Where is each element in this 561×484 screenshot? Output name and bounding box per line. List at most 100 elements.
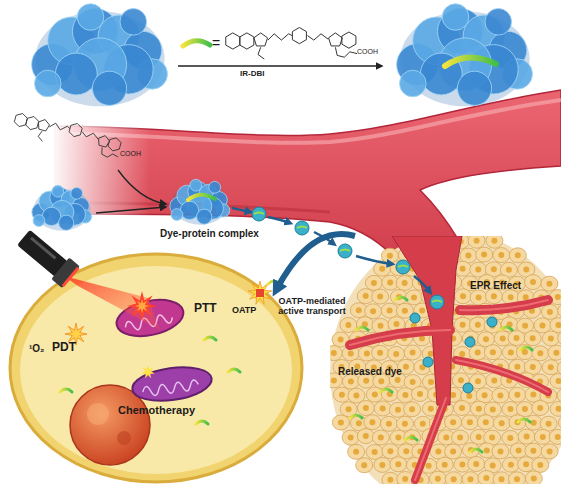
cell-nucleus bbox=[417, 391, 423, 397]
tumor-cell bbox=[330, 346, 342, 361]
cell-nucleus bbox=[530, 335, 536, 341]
cell-nucleus bbox=[395, 461, 401, 467]
tumor-cell bbox=[454, 401, 471, 416]
tumor-cell bbox=[549, 429, 561, 444]
cell-nucleus bbox=[372, 449, 378, 455]
dye-molecule bbox=[395, 297, 407, 300]
cell-nucleus bbox=[450, 419, 456, 425]
vessel-highlight bbox=[415, 398, 446, 480]
cell-nucleus bbox=[491, 238, 497, 244]
tumor-cell bbox=[509, 387, 526, 402]
dye-molecule bbox=[500, 327, 512, 330]
tumor-cell bbox=[406, 290, 423, 305]
cell-nucleus bbox=[345, 322, 351, 328]
tumor-cell bbox=[493, 416, 510, 431]
cell-nucleus bbox=[393, 351, 399, 357]
tumor-cell bbox=[525, 415, 542, 430]
cell-nucleus bbox=[547, 309, 553, 315]
tumor-cell bbox=[524, 331, 541, 346]
transit-arrows bbox=[268, 217, 290, 223]
tumor-cell bbox=[509, 248, 526, 263]
cell-nucleus bbox=[378, 323, 384, 329]
cell-nucleus bbox=[442, 462, 448, 468]
node-text: Chemotherapy bbox=[118, 404, 195, 416]
cell-nucleus bbox=[524, 434, 530, 440]
tumor-cell bbox=[470, 290, 487, 305]
protein-blob bbox=[197, 209, 212, 224]
cell-nucleus bbox=[403, 364, 409, 370]
vessel-branch bbox=[350, 330, 450, 345]
cell-nucleus bbox=[387, 280, 393, 286]
cell-nucleus bbox=[555, 322, 561, 328]
tumor-cell bbox=[390, 290, 407, 305]
cell-nucleus bbox=[537, 405, 543, 411]
cell-nucleus bbox=[556, 378, 561, 384]
cell-nucleus bbox=[356, 307, 362, 313]
bond-line bbox=[97, 134, 111, 147]
bond-line bbox=[68, 122, 83, 138]
cell-nucleus bbox=[450, 392, 456, 398]
cell-nucleus bbox=[475, 267, 481, 273]
tumor-cell bbox=[356, 458, 373, 473]
tumor-cell bbox=[478, 471, 495, 484]
protein bbox=[170, 179, 230, 224]
cell-nucleus bbox=[482, 392, 488, 398]
cell-nucleus bbox=[377, 350, 383, 356]
complex-icons bbox=[430, 295, 444, 309]
annotation-label: COOH bbox=[120, 150, 141, 158]
tumor-cell bbox=[525, 275, 542, 290]
cell-nucleus bbox=[508, 406, 514, 412]
tumor-cell bbox=[397, 472, 414, 484]
cell-nucleus bbox=[369, 419, 375, 425]
tumor-mass bbox=[330, 236, 561, 484]
flashlight bbox=[14, 227, 80, 289]
cell-nucleus bbox=[459, 405, 465, 411]
cell-nucleus bbox=[451, 476, 457, 482]
tumor-cell bbox=[396, 276, 413, 291]
cell-nucleus bbox=[530, 364, 536, 370]
tumor-cell bbox=[364, 415, 381, 430]
cell-nucleus bbox=[555, 294, 561, 300]
cell-nucleus bbox=[508, 294, 514, 300]
cell-nucleus bbox=[553, 350, 559, 356]
dye-symbol bbox=[183, 41, 210, 46]
cell-nucleus bbox=[460, 266, 466, 272]
complex-icons bbox=[338, 244, 352, 258]
complex-icon bbox=[463, 383, 473, 393]
cell-nucleus bbox=[522, 406, 528, 412]
tumor-cell bbox=[541, 304, 558, 319]
tumor-cell bbox=[509, 472, 526, 484]
cell-nucleus bbox=[498, 252, 504, 258]
cell-nucleus bbox=[473, 461, 479, 467]
cell-nucleus bbox=[348, 379, 354, 385]
cell-nucleus bbox=[483, 336, 489, 342]
node-text: ¹O₂ bbox=[29, 343, 45, 354]
tumor-cell bbox=[366, 387, 383, 402]
tumor-cell bbox=[550, 374, 561, 389]
cell-nucleus bbox=[378, 435, 384, 441]
tumor-cell bbox=[516, 402, 533, 417]
tumor-cell bbox=[452, 430, 469, 445]
cell-nucleus bbox=[402, 392, 408, 398]
tumor-cell bbox=[468, 236, 485, 248]
tumor-cell bbox=[436, 457, 453, 472]
cell-nucleus bbox=[508, 462, 514, 468]
cell-nucleus bbox=[489, 435, 495, 441]
nucleolus bbox=[117, 431, 131, 445]
protein-blob bbox=[457, 71, 491, 105]
tumor-cell bbox=[374, 457, 391, 472]
bond-line bbox=[254, 33, 268, 46]
tumor-cell bbox=[380, 416, 397, 431]
tumor-cell bbox=[372, 345, 389, 360]
annotation-label: IR-DBI bbox=[240, 70, 264, 79]
cell-nucleus bbox=[476, 406, 482, 412]
cell-nucleus bbox=[411, 294, 417, 300]
tumor-cell bbox=[356, 317, 373, 332]
tumor-cell bbox=[468, 457, 485, 472]
cell-nucleus bbox=[402, 308, 408, 314]
cell-nucleus bbox=[419, 308, 425, 314]
bond-line bbox=[335, 47, 357, 57]
bound-dye bbox=[445, 57, 496, 66]
dye-molecule bbox=[405, 437, 417, 440]
cell-nucleus bbox=[409, 406, 415, 412]
